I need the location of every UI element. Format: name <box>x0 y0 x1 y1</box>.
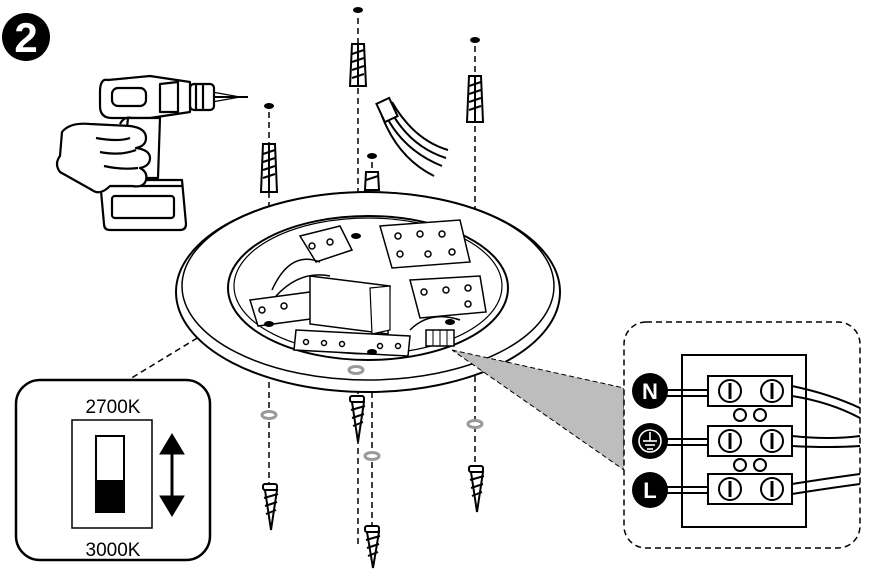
wall-anchors <box>259 43 485 193</box>
earth-ground-icon <box>638 429 662 453</box>
terminal-block-zoom: N L <box>623 321 861 549</box>
zoom-callout <box>451 349 625 471</box>
cct-top-label: 2700K <box>86 397 141 418</box>
up-down-arrow-icon <box>159 433 185 517</box>
cct-switch-knob <box>96 480 124 512</box>
screw <box>468 465 485 513</box>
screw <box>262 483 279 531</box>
wall-anchor <box>259 143 279 193</box>
wire-bundle <box>375 96 449 177</box>
cct-bottom-label: 3000K <box>86 540 141 561</box>
ceiling-light-base <box>175 191 561 393</box>
step-badge: 2 <box>2 13 50 61</box>
washers <box>260 365 484 461</box>
drill-icon <box>55 74 248 232</box>
neutral-terminal-badge <box>632 373 668 409</box>
screws <box>262 395 485 569</box>
led-module <box>249 219 487 357</box>
neutral-terminal-label: N <box>642 379 658 404</box>
wall-anchor <box>348 43 368 87</box>
screw <box>349 395 366 443</box>
screw-hole-markers <box>264 7 480 159</box>
live-terminal-badge <box>632 472 668 508</box>
step-number: 2 <box>14 14 37 61</box>
live-terminal-label: L <box>643 478 656 503</box>
cct-switch-panel: 2700K 3000K <box>14 378 212 562</box>
screw <box>364 525 381 569</box>
wall-anchor <box>465 75 485 123</box>
wall-anchor <box>363 171 381 191</box>
